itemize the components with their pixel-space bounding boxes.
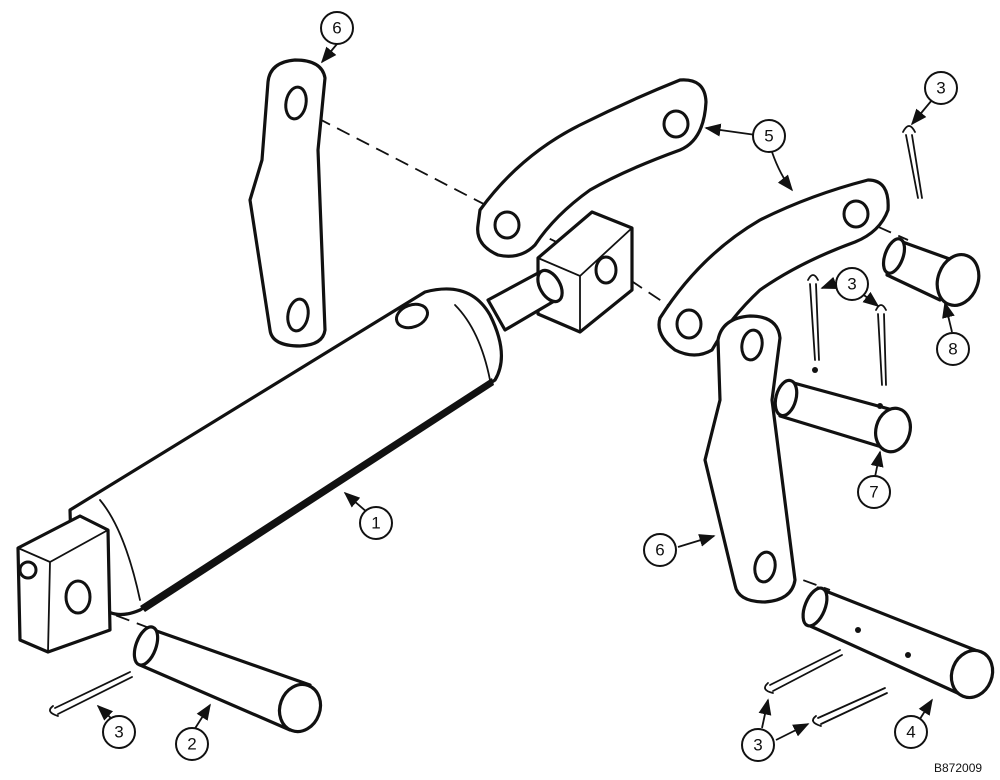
- callout-5: 5: [752, 119, 786, 153]
- callout-1: 1: [359, 506, 393, 540]
- callout-6-bottom-label: 6: [655, 541, 664, 560]
- callout-6-top-label: 6: [332, 19, 341, 38]
- reference-code: B872009: [934, 761, 982, 775]
- cotter-pins: [49, 125, 923, 727]
- callout-5-label: 5: [764, 127, 773, 146]
- callout-3-bottom-right: 3: [741, 728, 775, 762]
- upper-bracket: [476, 78, 708, 258]
- callout-1-label: 1: [371, 514, 380, 533]
- callout-3-top-right-label: 3: [936, 79, 945, 98]
- callout-7: 7: [857, 475, 891, 509]
- callout-2: 2: [175, 727, 209, 761]
- callout-2-label: 2: [187, 735, 196, 754]
- short-pin: [881, 237, 981, 307]
- callout-3-middle-label: 3: [847, 275, 856, 294]
- callout-8-label: 8: [948, 340, 957, 359]
- upper-link-plate: [248, 58, 327, 348]
- cross-hole-pin: [773, 367, 912, 454]
- callout-3-left: 3: [102, 715, 136, 749]
- rod-end-block: [536, 210, 634, 334]
- right-pin: [801, 586, 995, 700]
- callout-4: 4: [894, 715, 928, 749]
- lower-link-plate: [703, 314, 797, 604]
- cylinder-rod: [486, 268, 564, 332]
- callout-6-bottom: 6: [643, 533, 677, 567]
- callout-3-bottom-right-label: 3: [753, 736, 762, 755]
- callout-8: 8: [936, 332, 970, 366]
- lower-bracket: [657, 178, 890, 357]
- callout-4-label: 4: [906, 723, 915, 742]
- left-pin: [132, 625, 323, 734]
- callout-3-top-right: 3: [924, 71, 958, 105]
- callout-3-middle: 3: [835, 267, 869, 301]
- callout-6-top: 6: [320, 11, 354, 45]
- callout-3-left-label: 3: [114, 723, 123, 742]
- callout-7-label: 7: [869, 483, 878, 502]
- hydraulic-cylinder: [16, 287, 504, 654]
